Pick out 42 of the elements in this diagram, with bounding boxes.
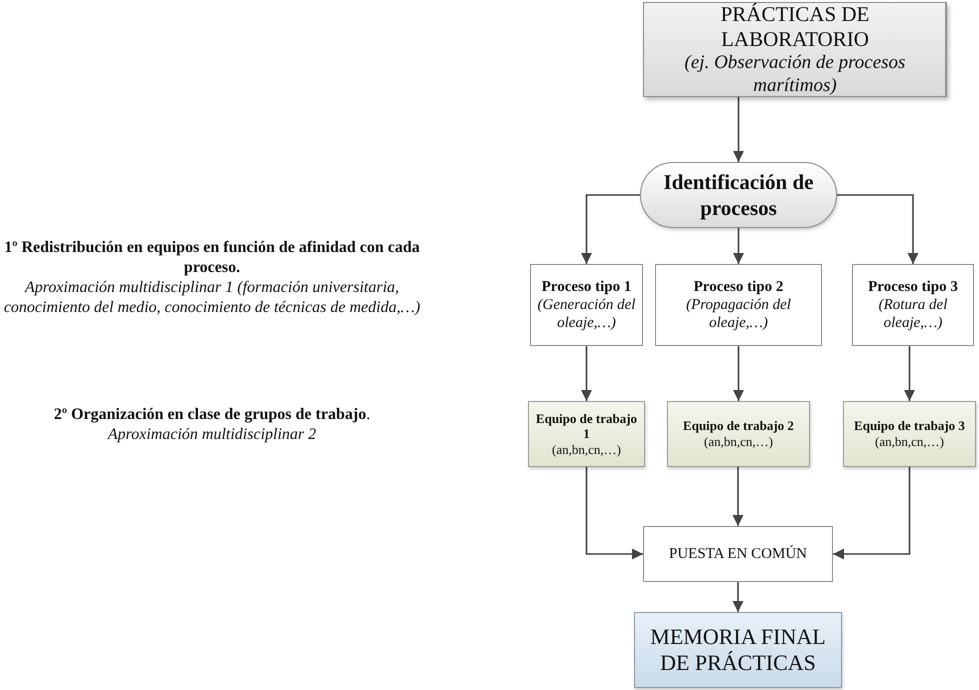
node-title: Equipo de trabajo 3 (854, 418, 965, 434)
node-title: PUESTA EN COMÚN (669, 545, 807, 563)
process-box (530, 264, 643, 346)
note-text: Aproximación multidisciplinar 2 (106, 425, 318, 445)
team-box (843, 401, 976, 467)
result-box (634, 612, 842, 688)
node-title: Proceso tipo 1 (542, 278, 632, 296)
node-title: Proceso tipo 2 (694, 278, 784, 296)
note-text: Aproximación multidisciplinar 1 (formación universitaria, conocimiento del medio, conocimiento de técnicas de medida,…) (2, 278, 422, 318)
node-title: MEMORIA FINAL DE PRÁCTICAS (649, 624, 827, 676)
step-heading: 2º Organización en clase de grupos de trabajo. (52, 405, 372, 425)
arrow (732, 582, 744, 612)
node-title: PRÁCTICAS DE LABORATORIO (720, 2, 870, 52)
process-box (852, 264, 974, 346)
arrow (732, 346, 744, 401)
node-description: (Rotura del oleaje,…) (878, 296, 948, 332)
node-description: (Generación del oleaje,…) (537, 296, 636, 332)
team-box (528, 401, 645, 467)
arrow (732, 467, 744, 526)
process-box (643, 526, 833, 582)
node-title: Proceso tipo 3 (868, 278, 958, 296)
node-description: (an,bn,cn,…) (704, 434, 773, 450)
arrow (732, 228, 744, 264)
node-title: Equipo de trabajo 2 (683, 418, 794, 434)
node-description: (Propagación del oleaje,…) (685, 296, 792, 332)
arrow (732, 97, 744, 162)
arrow (580, 346, 592, 401)
node-description: (an,bn,cn,…) (875, 434, 944, 450)
arrow (580, 194, 640, 264)
node-title: Identificación de procesos (662, 168, 814, 222)
rounded-process-box (640, 162, 837, 228)
activity-box (643, 2, 947, 97)
node-description: (ej. Observación de procesos marítimos) (684, 52, 906, 98)
arrow (586, 467, 643, 560)
arrow (837, 194, 919, 264)
process-box (655, 264, 822, 346)
team-box (667, 401, 810, 467)
step-heading: 1º Redistribución en equipos en función de afinidad con cada proceso. (3, 238, 421, 278)
node-title: Equipo de trabajo 1 (535, 410, 638, 442)
arrow (833, 467, 910, 560)
arrow (904, 346, 916, 401)
node-description: (an,bn,cn,…) (552, 442, 621, 458)
